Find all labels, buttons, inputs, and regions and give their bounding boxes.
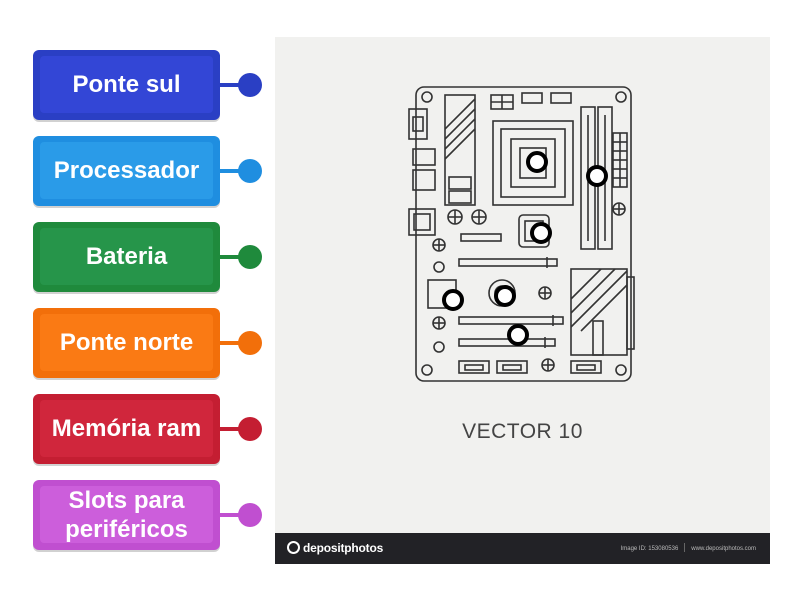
hotspot-target-4[interactable]	[442, 289, 464, 311]
diagram-image: VECTOR 10 depositphotos Image ID: 153080…	[275, 37, 770, 564]
label-processador[interactable]: Processador	[33, 136, 220, 206]
brand-logo: depositphotos	[287, 541, 383, 555]
watermark-footer: depositphotos Image ID: 153080536 www.dep…	[275, 533, 770, 564]
image-caption: VECTOR 10	[462, 420, 583, 443]
label-text: Ponte sul	[72, 71, 181, 98]
connector-dot[interactable]	[238, 73, 262, 97]
connector-dot[interactable]	[238, 417, 262, 441]
hotspot-target-6[interactable]	[507, 324, 529, 346]
motherboard-illustration	[408, 86, 635, 382]
connector-slots-perifericos[interactable]	[220, 503, 262, 527]
image-id-text: Image ID: 153080536	[620, 546, 679, 552]
label-bateria[interactable]: Bateria	[33, 222, 220, 292]
camera-icon	[287, 541, 300, 554]
hotspot-target-5[interactable]	[494, 285, 516, 307]
hotspot-target-1[interactable]	[526, 151, 548, 173]
footer-info: Image ID: 153080536 www.depositphotos.com	[621, 543, 756, 552]
label-ponte-norte[interactable]: Ponte norte	[33, 308, 220, 378]
connector-ponte-norte[interactable]	[220, 331, 262, 355]
connector-memoria-ram[interactable]	[220, 417, 262, 441]
connector-ponte-sul[interactable]	[220, 73, 262, 97]
connector-dot[interactable]	[238, 503, 262, 527]
brand-text: depositphotos	[303, 541, 384, 555]
label-text: Processador	[53, 157, 200, 184]
connector-dot[interactable]	[238, 159, 262, 183]
hotspot-target-3[interactable]	[530, 222, 552, 244]
connector-dot[interactable]	[238, 331, 262, 355]
connector-processador[interactable]	[220, 159, 262, 183]
label-ponte-sul[interactable]: Ponte sul	[33, 50, 220, 120]
label-slots-perifericos[interactable]: Slots para periféricos	[33, 480, 220, 550]
hotspot-target-2[interactable]	[586, 165, 608, 187]
site-text: www.depositphotos.com	[691, 546, 756, 552]
label-text: Memória ram	[51, 415, 202, 442]
label-text: Slots para periféricos	[65, 486, 188, 543]
label-text: Bateria	[85, 243, 168, 270]
footer-divider	[684, 543, 686, 552]
label-text: Ponte norte	[59, 329, 194, 356]
label-memoria-ram[interactable]: Memória ram	[33, 394, 220, 464]
connector-dot[interactable]	[238, 245, 262, 269]
connector-bateria[interactable]	[220, 245, 262, 269]
